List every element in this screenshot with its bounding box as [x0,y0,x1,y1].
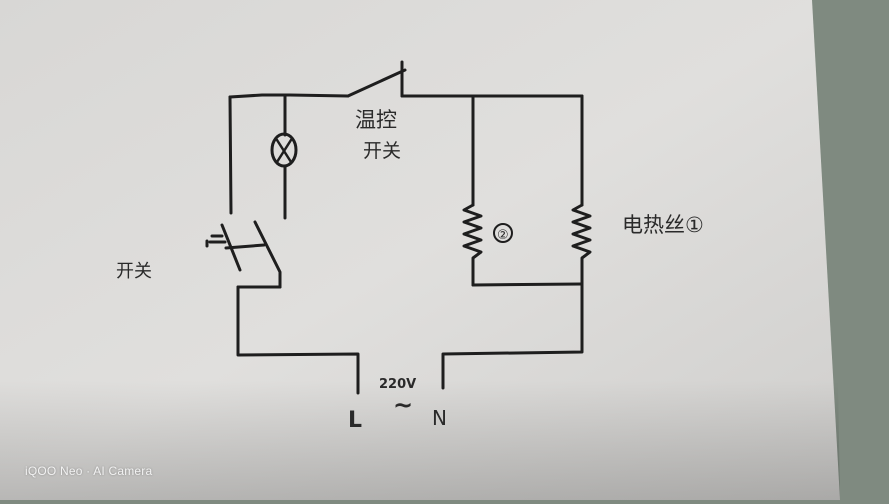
main-switch [205,220,282,289]
heating-wire-1-resistor [571,203,592,287]
left-wire [228,95,233,215]
ac-symbol: ~ [393,391,413,419]
neutral-terminal-label: N [432,406,447,430]
paper-sheet [0,0,840,500]
thermostat-switch-label-2: 开关 [363,140,401,162]
heating-wire-label: 电热丝① [622,213,704,237]
voltage-label: 220V [379,377,416,392]
heating-wire-2-marker-icon [493,223,513,243]
heating-network [462,94,592,287]
thermostat-switch [346,60,584,98]
heating-wire-2-resistor [462,203,483,287]
live-wire [236,285,360,395]
heating-wire-2-label: ② [497,228,509,243]
top-wire [228,93,350,99]
camera-watermark: iQOO Neo · AI Camera [25,464,153,478]
thermostat-switch-label: 温控 [355,108,397,132]
neutral-wire [441,282,584,390]
main-switch-label: 开关 [116,261,152,282]
live-terminal-label: L [348,408,362,433]
lamp-branch [270,94,298,220]
